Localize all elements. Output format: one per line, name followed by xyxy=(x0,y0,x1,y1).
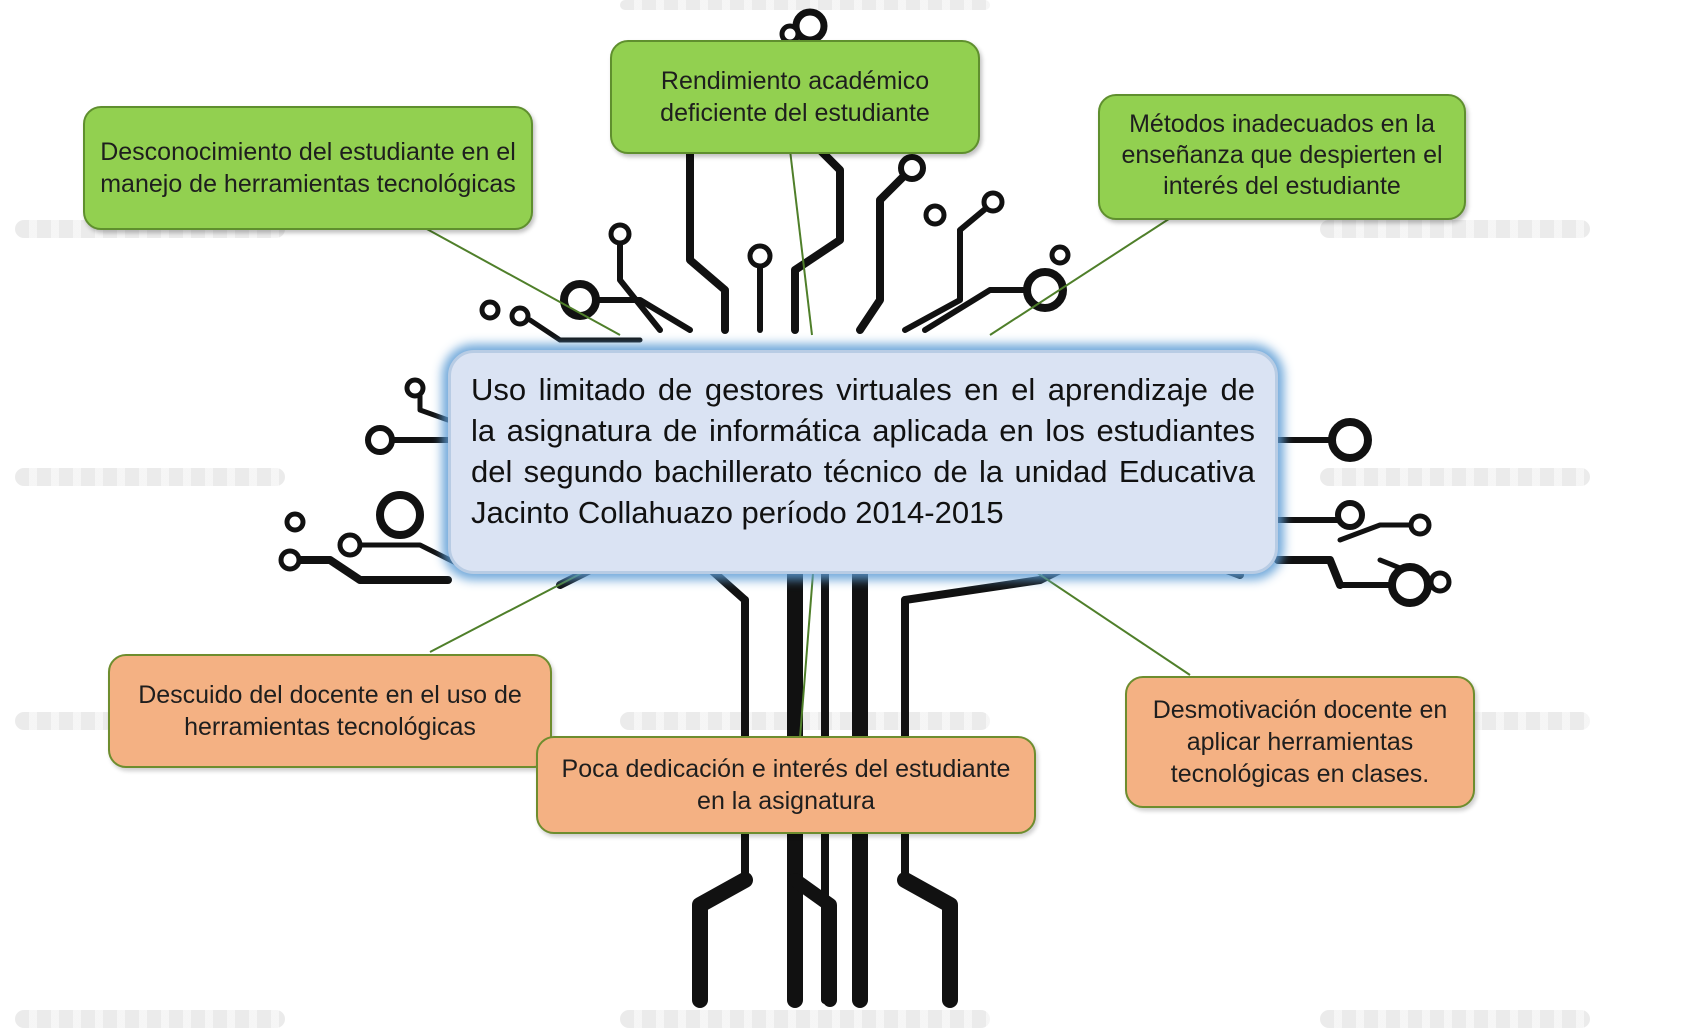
watermark xyxy=(15,468,285,486)
watermark xyxy=(1320,220,1590,238)
watermark xyxy=(1320,468,1590,486)
watermark xyxy=(15,712,115,730)
cause-box-teacher-demotivation: Desmotivación docente en aplicar herrami… xyxy=(1125,676,1475,808)
connector-line xyxy=(799,547,816,739)
cause-box-student-low-dedication: Poca dedicación e interés del estudiante… xyxy=(536,736,1036,834)
connector-line xyxy=(989,214,1176,336)
watermark xyxy=(620,0,990,10)
effect-box-student-unfamiliarity: Desconocimiento del estudiante en el man… xyxy=(83,106,533,230)
central-problem-box: Uso limitado de gestores virtuales en el… xyxy=(448,350,1278,574)
watermark xyxy=(1320,1010,1590,1028)
watermark xyxy=(1460,712,1590,730)
cause-box-teacher-neglect: Descuido del docente en el uso de herram… xyxy=(108,654,552,768)
watermark xyxy=(620,712,990,730)
connector-line xyxy=(424,227,621,336)
connector-line xyxy=(789,149,813,336)
effect-box-poor-academic-performance: Rendimiento académico deficiente del est… xyxy=(610,40,980,154)
watermark xyxy=(620,1010,990,1028)
effect-box-inadequate-teaching-methods: Métodos inadecuados en la enseñanza que … xyxy=(1098,94,1466,220)
watermark xyxy=(15,1010,285,1028)
